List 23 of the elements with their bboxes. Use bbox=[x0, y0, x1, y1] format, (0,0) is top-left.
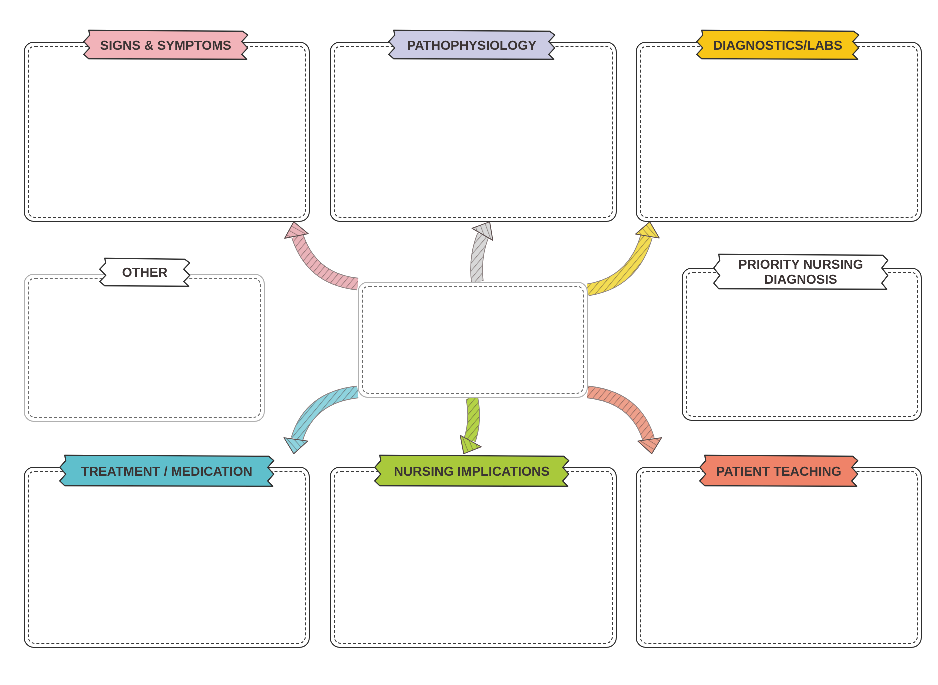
curved-arrow bbox=[586, 220, 660, 296]
curved-arrow bbox=[471, 219, 495, 283]
heading-tape: OTHER bbox=[98, 257, 192, 288]
note-card bbox=[24, 454, 310, 648]
curved-arrow bbox=[285, 220, 359, 290]
heading-tape: SIGNS & SYMPTOMS bbox=[82, 29, 250, 61]
heading-tape: PRIORITY NURSING DIAGNOSIS bbox=[712, 253, 890, 291]
note-card bbox=[330, 29, 617, 222]
heading-tape: PATIENT TEACHING bbox=[698, 454, 860, 488]
heading-tape: DIAGNOSTICS/LABS bbox=[695, 29, 861, 61]
curved-arrow bbox=[587, 386, 662, 456]
curved-arrow bbox=[284, 386, 359, 456]
note-card bbox=[24, 29, 310, 222]
curved-arrow bbox=[459, 397, 482, 456]
note-card bbox=[24, 257, 265, 422]
heading-tape: NURSING IMPLICATIONS bbox=[373, 454, 571, 488]
heading-tape: TREATMENT / MEDICATION bbox=[58, 454, 276, 488]
note-card bbox=[636, 29, 922, 222]
note-card bbox=[636, 454, 922, 648]
note-card bbox=[330, 454, 617, 648]
note-card bbox=[682, 253, 922, 421]
empty-box bbox=[358, 282, 588, 398]
heading-tape: PATHOPHYSIOLOGY bbox=[387, 29, 557, 61]
